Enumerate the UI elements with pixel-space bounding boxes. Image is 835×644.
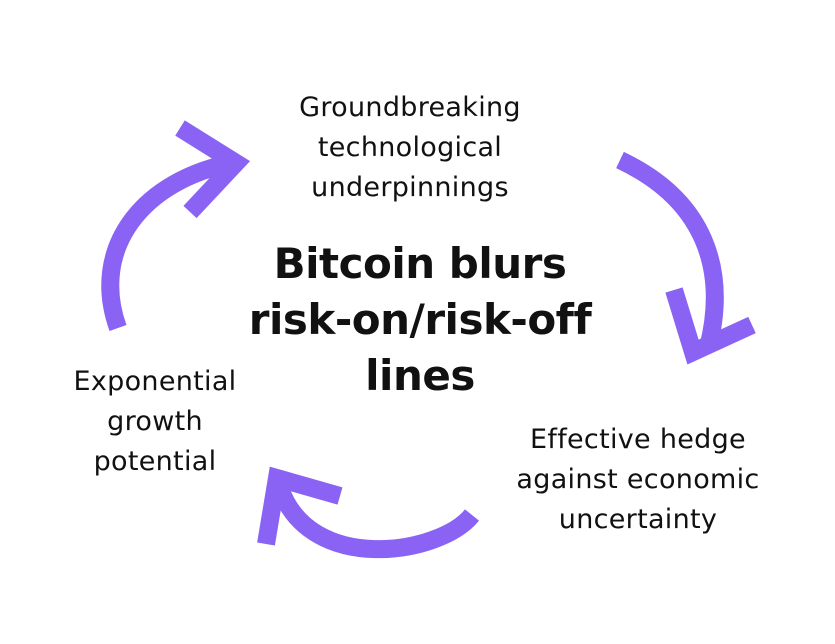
node-right-line-1: Effective hedge [530, 424, 746, 455]
arrow-top-to-right-head [665, 287, 756, 365]
node-left-line-3: potential [93, 446, 217, 477]
arrow-left-to-top [101, 120, 251, 332]
node-top-line-2: technological [317, 132, 503, 163]
arrow-left-to-top-head [175, 120, 251, 219]
node-right-line-2: against economic [516, 464, 760, 495]
title-line-2: risk-on/risk-off [248, 295, 592, 344]
center-title: Bitcoin blurs risk-on/risk-off lines [200, 236, 640, 404]
node-left-line-1: Exponential [73, 366, 237, 397]
arrow-right-to-left [257, 466, 480, 559]
arrow-right-to-left-head [257, 466, 343, 546]
title-line-3: lines [365, 351, 475, 400]
arrow-left-to-top-shaft [101, 153, 238, 332]
node-effective-hedge: Effective hedge against economic uncerta… [488, 420, 788, 540]
node-groundbreaking-technology: Groundbreaking technological underpinnin… [230, 88, 590, 208]
arrow-top-to-right [616, 151, 756, 365]
node-top-line-3: underpinnings [311, 172, 509, 203]
node-right-line-3: uncertainty [558, 504, 718, 535]
title-line-1: Bitcoin blurs [273, 239, 567, 288]
node-left-line-2: growth [107, 406, 203, 437]
arrow-top-to-right-shaft [616, 151, 724, 351]
arrow-right-to-left-shaft [271, 484, 480, 559]
node-exponential-growth: Exponential growth potential [35, 362, 275, 482]
node-top-line-1: Groundbreaking [299, 92, 521, 123]
